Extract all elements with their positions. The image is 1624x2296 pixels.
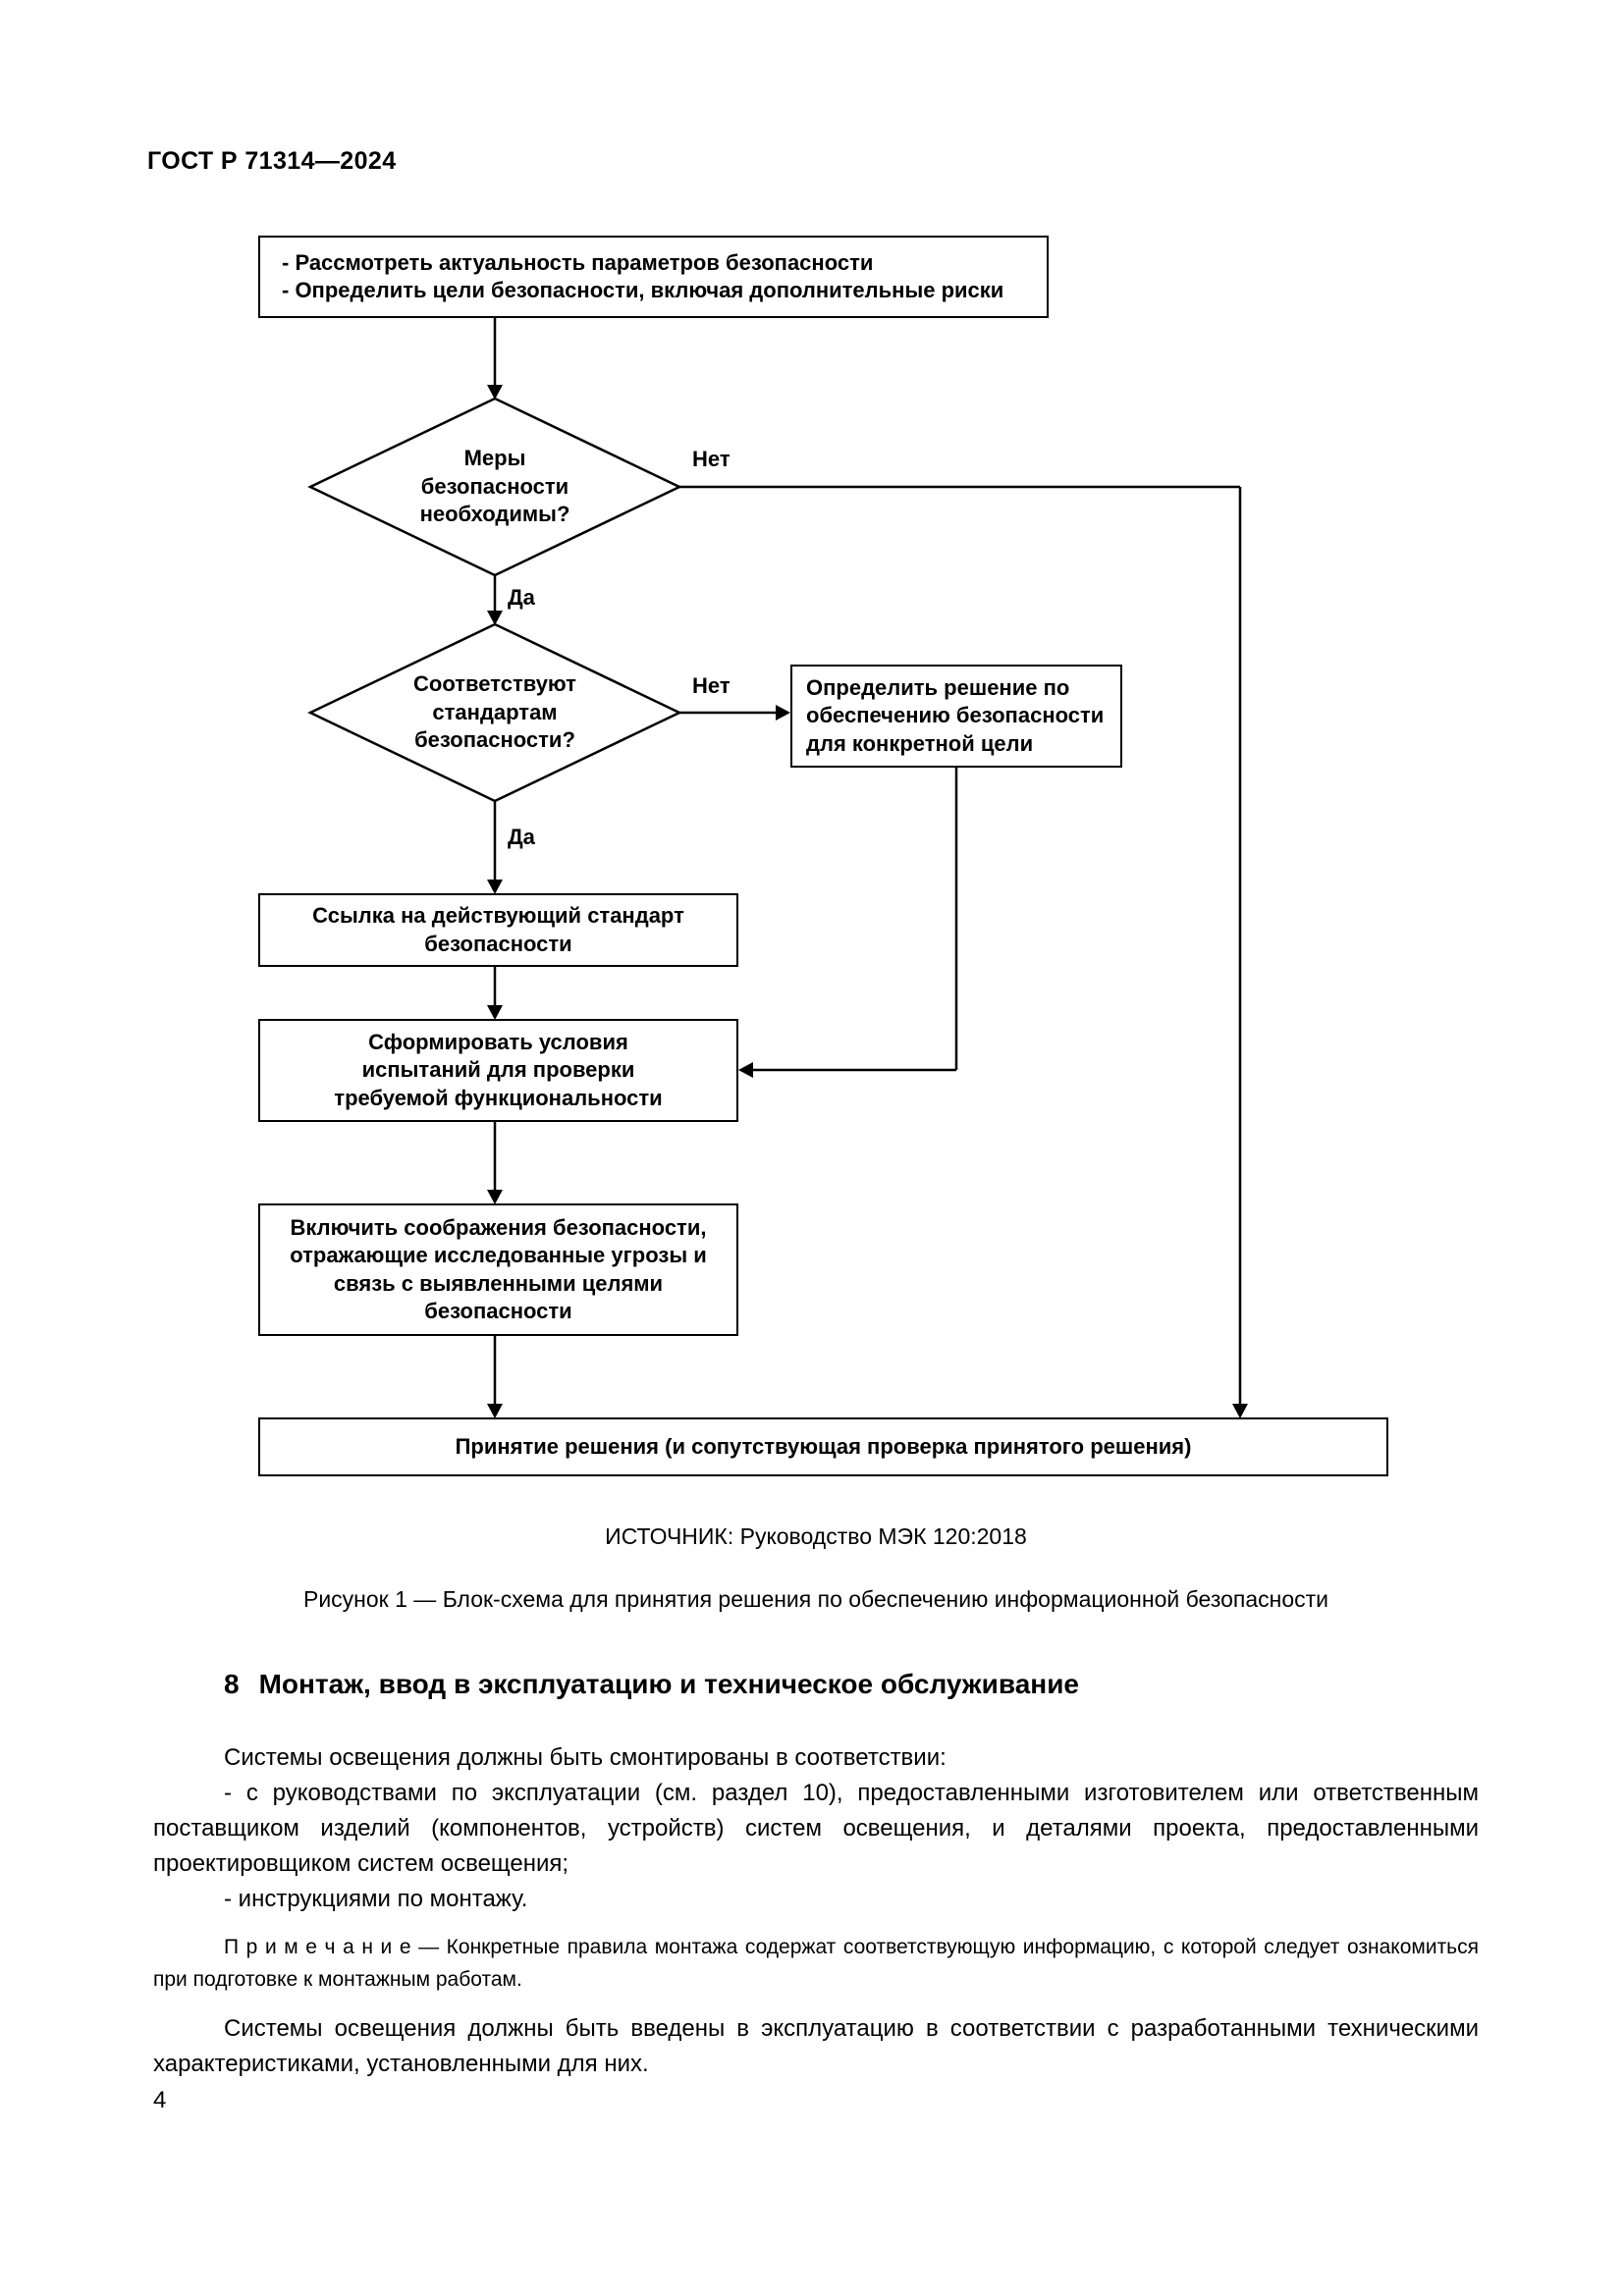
- page-number: 4: [153, 2087, 167, 2113]
- start-box-line-2: - Определить цели безопасности, включая …: [282, 278, 1004, 302]
- no-label-2: Нет: [692, 673, 731, 698]
- box-define-solution: Определить решение по обеспечению безопа…: [790, 665, 1122, 768]
- body-text-block: ИСТОЧНИК: Руководство МЭК 120:2018 Рисун…: [153, 1519, 1479, 2082]
- note-paragraph: П р и м е ч а н и е — Конкретные правила…: [153, 1936, 1479, 1991]
- document-header: ГОСТ Р 71314—2024: [147, 147, 397, 175]
- decision-standards-text: Соответствуют стандартам безопасности?: [413, 671, 576, 753]
- section-number: 8: [224, 1669, 240, 1699]
- box-reference-standard: Ссылка на действующий стандарт безопасно…: [258, 893, 738, 967]
- decision-measures-text: Меры безопасности необходимы?: [419, 446, 570, 527]
- box-security-considerations: Включить соображения безопасности, отраж…: [258, 1203, 738, 1336]
- source-line: ИСТОЧНИК: Руководство МЭК 120:2018: [605, 1523, 1027, 1549]
- flowchart-start-box: - Рассмотреть актуальность параметров бе…: [258, 236, 1049, 318]
- box-test-conditions: Сформировать условия испытаний для прове…: [258, 1019, 738, 1122]
- section-title: Монтаж, ввод в эксплуатацию и техническо…: [258, 1669, 1079, 1699]
- yes-label-2: Да: [508, 825, 535, 849]
- no-label-1: Нет: [692, 447, 731, 471]
- yes-label-1: Да: [508, 585, 535, 610]
- section-heading: 8 Монтаж, ввод в эксплуатацию и техническ…: [153, 1668, 1479, 1701]
- paragraph-commissioning: Системы освещения должны быть введены в …: [153, 2015, 1479, 2077]
- figure-caption: Рисунок 1 — Блок-схема для принятия реше…: [302, 1586, 1329, 1612]
- list-item-manuals: - с руководствами по эксплуатации (см. р…: [153, 1780, 1479, 1877]
- list-item-instructions: - инструкциями по монтажу.: [224, 1886, 528, 1912]
- paragraph-intro: Системы освещения должны быть смонтирова…: [224, 1744, 947, 1771]
- start-box-line-1: - Рассмотреть актуальность параметров бе…: [282, 249, 874, 275]
- box-final-decision: Принятие решения (и сопутствующая провер…: [258, 1417, 1388, 1476]
